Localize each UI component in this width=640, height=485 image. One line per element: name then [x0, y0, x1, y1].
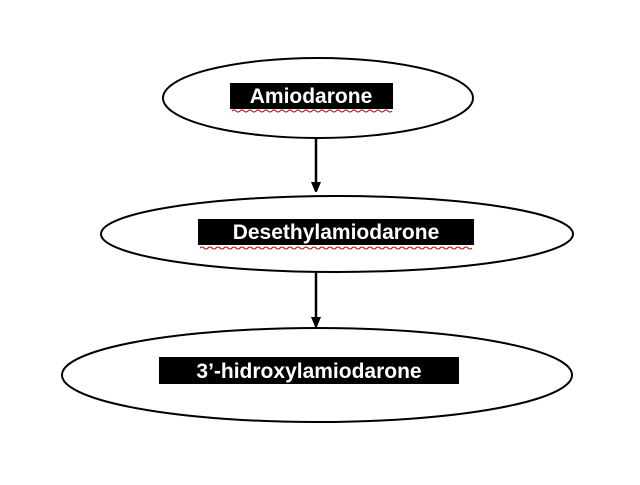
node-hidroxylamiodarone-label: 3’-hidroxylamiodarone	[196, 360, 421, 383]
node-hidroxylamiodarone: 3’-hidroxylamiodarone	[61, 327, 573, 423]
node-desethylamiodarone-label-bg	[198, 219, 474, 245]
node-amiodarone-label-bg	[230, 83, 393, 109]
node-amiodarone-spellcheck	[231, 109, 393, 113]
node-desethylamiodarone: Desethylamiodarone	[100, 195, 574, 273]
node-amiodarone-label: Amiodarone	[250, 85, 373, 108]
node-hidroxylamiodarone-label-bg	[159, 357, 459, 384]
node-amiodarone: Amiodarone	[162, 57, 474, 139]
node-desethylamiodarone-spellcheck	[199, 246, 473, 250]
node-desethylamiodarone-label: Desethylamiodarone	[233, 221, 440, 244]
